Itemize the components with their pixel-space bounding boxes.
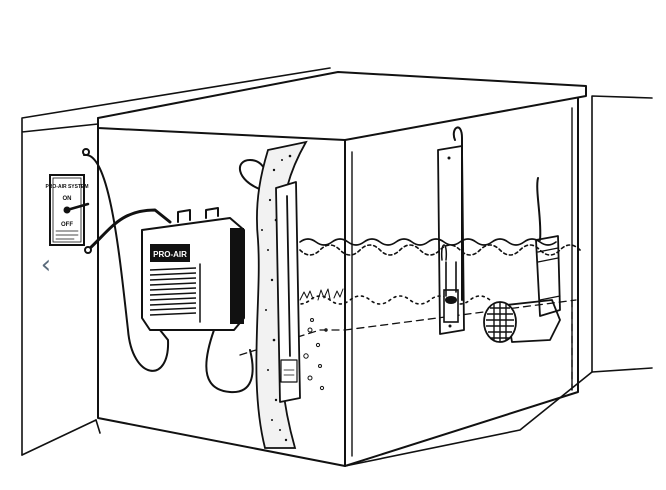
pump-vent-grille xyxy=(149,267,197,316)
wall-switch-panel: PRO-AIR SYSTEM ON OFF xyxy=(45,174,90,246)
powerhead-pump xyxy=(483,235,561,343)
heater-tube xyxy=(440,244,448,261)
pump-brand-label: PRO-AIR xyxy=(153,250,187,259)
previous-image-button[interactable]: ‹ xyxy=(36,252,56,278)
air-pump: PRO-AIR xyxy=(141,207,245,331)
hang-on-panel xyxy=(437,145,465,335)
aquarium-plants xyxy=(299,288,344,301)
switch-off-label: OFF xyxy=(61,222,73,228)
airlift-tube-left xyxy=(275,181,301,403)
room-lines xyxy=(21,67,653,467)
tank-cabinet xyxy=(97,71,587,467)
switch-on-label: ON xyxy=(63,196,72,202)
chevron-left-icon: ‹ xyxy=(40,250,52,280)
air-bubbles xyxy=(303,318,328,391)
switch-brand-label: PRO-AIR SYSTEM xyxy=(45,184,88,190)
power-cords xyxy=(82,148,254,394)
